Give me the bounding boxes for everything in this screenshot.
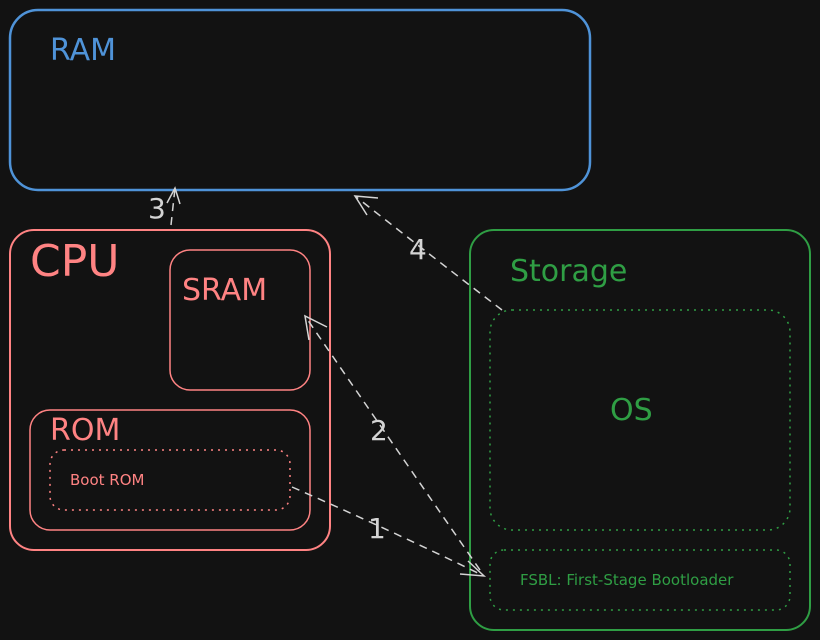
ram-block: RAM (8, 8, 592, 192)
arrow-3-head (166, 186, 181, 205)
arrow-4-head (353, 195, 379, 216)
arrow-2-line (304, 315, 481, 571)
arrow-step-1: 1 (291, 486, 487, 577)
arrow-3-line (170, 187, 176, 226)
arrow-step-4: 4 (353, 195, 503, 311)
storage-block: Storage OS FSBL: First-Stage Bootloader (469, 229, 811, 631)
cpu-label: CPU (30, 236, 119, 287)
arrow-step-3: 3 (148, 186, 181, 226)
arrow-2-head (304, 314, 328, 341)
arrow-1-line (291, 486, 485, 577)
sram-label: SRAM (182, 273, 267, 308)
rom-box (29, 409, 311, 531)
cpu-box (9, 229, 331, 551)
ram-box (8, 8, 592, 192)
arrow-4-line (354, 195, 503, 311)
os-box (489, 309, 791, 531)
cpu-block: CPU SRAM ROM Boot ROM (9, 229, 331, 551)
boot-rom-label: Boot ROM (70, 471, 144, 489)
storage-box (469, 229, 811, 631)
sram-box (169, 249, 311, 391)
ram-label: RAM (50, 33, 116, 68)
arrow-step-2: 2 (304, 314, 481, 571)
storage-label: Storage (510, 254, 627, 289)
fsbl-box (489, 549, 791, 611)
step-4-label: 4 (409, 233, 427, 266)
fsbl-label: FSBL: First-Stage Bootloader (520, 571, 734, 589)
boot-rom-box (49, 449, 291, 511)
step-2-label: 2 (370, 414, 388, 447)
os-label: OS (610, 393, 653, 428)
arrow-1-head (459, 560, 487, 577)
step-3-label: 3 (148, 192, 166, 225)
rom-label: ROM (50, 413, 120, 448)
step-1-label: 1 (368, 512, 386, 545)
